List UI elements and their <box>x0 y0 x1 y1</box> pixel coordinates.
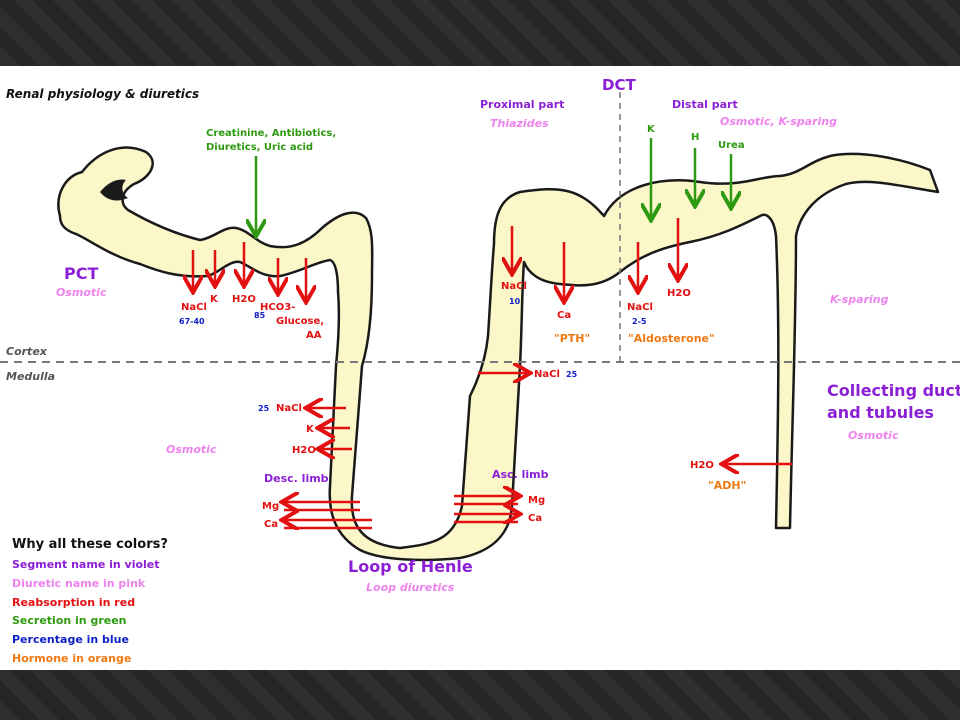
dct-proximal-nacl-percent: 10 <box>509 297 521 306</box>
legend-item-secretion: Secretion in green <box>12 614 127 627</box>
desc-limb-name: Desc. limb <box>264 472 329 485</box>
dct-distal-nacl: NaCl <box>627 302 653 313</box>
legend-item-percentage: Percentage in blue <box>12 633 129 646</box>
dct-distal-k: K <box>647 124 656 135</box>
legend: Why all these colors? Segment name in vi… <box>12 537 168 665</box>
dct-distal-name: Distal part <box>672 98 738 111</box>
desc-h2o: H2O <box>292 445 316 456</box>
legend-item-diuretic: Diuretic name in pink <box>12 577 146 590</box>
pct-glucose-line: Glucose, <box>276 316 324 327</box>
pct-reabsorption-arrows <box>193 242 306 300</box>
nephron-diagram: Renal physiology & diuretics Cortex Medu… <box>0 76 960 665</box>
dct-distal-nacl-percent: 2-5 <box>632 317 647 326</box>
dct-proximal-name: Proximal part <box>480 98 564 111</box>
desc-nacl: NaCl <box>276 403 302 414</box>
legend-item-hormone: Hormone in orange <box>12 652 131 665</box>
asc-mg: Mg <box>528 495 545 506</box>
pct-glucose-aa: Glucose, AA <box>276 316 328 341</box>
asc-nacl-percent: 25 <box>566 370 578 379</box>
collecting-osmotic: Osmotic <box>848 429 899 442</box>
dct-proximal-arrows <box>512 226 564 300</box>
legend-item-reabsorption: Reabsorption in red <box>12 596 135 609</box>
collecting-hormone: "ADH" <box>708 479 746 492</box>
glomerulus-icon <box>100 179 128 201</box>
legend-item-segment: Segment name in violet <box>12 558 160 571</box>
medulla-osmotic: Osmotic <box>166 443 217 456</box>
pct-nacl: NaCl <box>181 302 207 313</box>
desc-k: K <box>306 424 315 435</box>
pct-secretion-line-1: Creatinine, Antibiotics, <box>206 128 336 139</box>
dct-proximal-hormone: "PTH" <box>554 332 590 345</box>
tubule <box>57 146 940 562</box>
collecting-name: Collecting duct and tubules <box>827 381 960 422</box>
pct-h2o: H2O <box>232 294 256 305</box>
slide: Renal physiology & diuretics Cortex Medu… <box>0 66 960 670</box>
desc-ca: Ca <box>264 519 278 530</box>
desc-nacl-percent: 25 <box>258 404 270 413</box>
background-bottom <box>0 670 960 720</box>
collecting-h2o: H2O <box>690 460 714 471</box>
pct-h2o-percent: 85 <box>254 311 266 320</box>
dct-distal-urea: Urea <box>718 140 745 151</box>
collecting-name-line-2: and tubules <box>827 403 934 422</box>
background-top <box>0 0 960 66</box>
dct-distal-h2o: H2O <box>667 288 691 299</box>
pct-diuretic: Osmotic <box>56 286 107 299</box>
pct-name: PCT <box>64 264 98 283</box>
dct-distal-hormone: "Aldosterone" <box>628 332 715 345</box>
loop-diuretic: Loop diuretics <box>366 581 455 594</box>
pct-aa-line: AA <box>306 330 322 341</box>
loop-name: Loop of Henle <box>348 557 473 576</box>
pct-secretion-text: Creatinine, Antibiotics, Diuretics, Uric… <box>206 128 340 153</box>
pct-k: K <box>210 294 219 305</box>
dct-proximal-diuretic: Thiazides <box>490 117 549 130</box>
pct-tubule <box>57 146 940 562</box>
dct-distal-reabsorption-arrows <box>638 218 678 290</box>
pct-nacl-percent: 67-40 <box>179 317 205 326</box>
dct-name: DCT <box>602 76 636 94</box>
desc-mg: Mg <box>262 501 279 512</box>
asc-limb-name: Asc. limb <box>492 468 549 481</box>
dct-proximal-nacl: NaCl <box>501 281 527 292</box>
pct-hco3: HCO3- <box>260 302 295 313</box>
page-title: Renal physiology & diuretics <box>6 87 199 101</box>
dct-distal-h: H <box>691 132 699 143</box>
pct-secretion-line-2: Diuretics, Uric acid <box>206 142 313 153</box>
cortex-label: Cortex <box>6 345 48 358</box>
collecting-kspar: K-sparing <box>830 293 889 306</box>
asc-nacl: NaCl <box>534 369 560 380</box>
medulla-label: Medulla <box>6 370 55 383</box>
dct-distal-diuretic: Osmotic, K-sparing <box>720 115 837 128</box>
dct-proximal-ca: Ca <box>557 310 571 321</box>
loop-reabsorption-arrows <box>284 373 528 528</box>
legend-title: Why all these colors? <box>12 537 168 552</box>
collecting-name-line-1: Collecting duct <box>827 381 960 400</box>
asc-ca: Ca <box>528 513 542 524</box>
dct-distal-secretion-arrows <box>651 138 731 218</box>
